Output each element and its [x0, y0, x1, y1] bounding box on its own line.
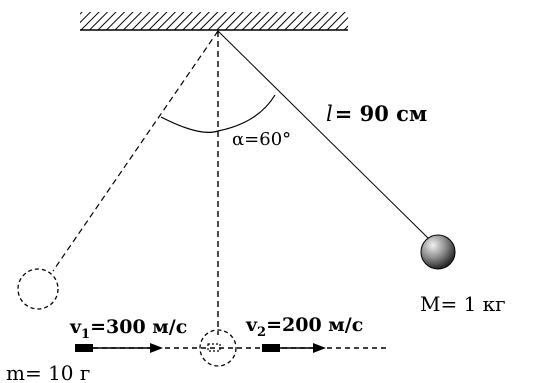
angle-label: α=60° [232, 129, 291, 150]
bullet-icon-exit [262, 344, 280, 352]
angle-arc [217, 94, 276, 132]
pendulum-string [217, 30, 431, 241]
ceiling-hatch-icon [80, 12, 348, 30]
v2-arrow-head-icon [313, 343, 326, 353]
mass-small-label: m= 10 г [6, 361, 90, 383]
v2-label: v2=200 м/с [245, 314, 363, 340]
collision-bob-outline [199, 329, 237, 367]
ceiling [80, 12, 348, 31]
v1-arrow-head-icon [150, 343, 163, 353]
left-dashed-string [52, 30, 219, 272]
length-label: l= 90 см [326, 101, 427, 126]
left-angle-arc [160, 116, 219, 133]
mass-large-label: M= 1 кг [420, 292, 506, 316]
pendulum-bob-icon [420, 234, 456, 270]
v1-label: v1=300 м/с [69, 316, 187, 342]
displaced-bob-outline [17, 268, 59, 310]
embedded-bullet-outline [207, 343, 221, 352]
bullet-icon [75, 344, 93, 352]
